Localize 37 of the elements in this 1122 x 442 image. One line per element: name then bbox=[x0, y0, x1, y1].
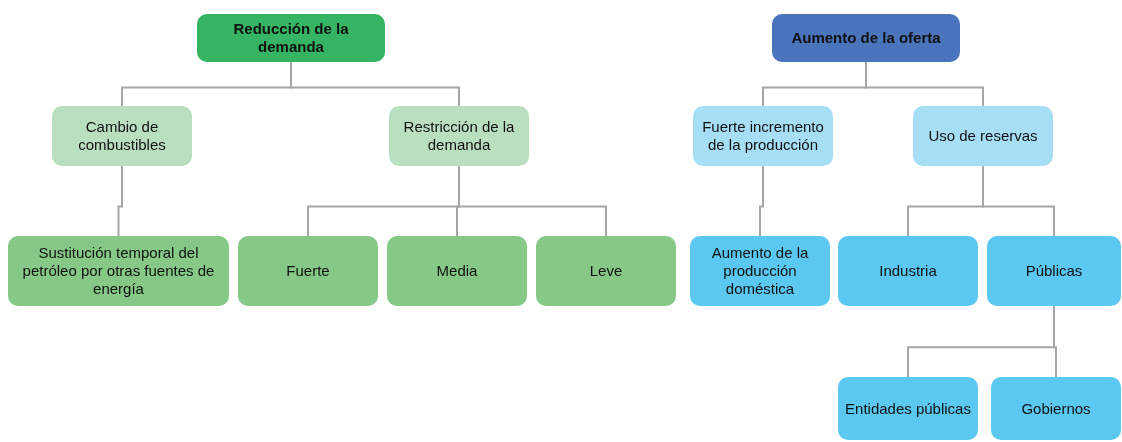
connector-line bbox=[458, 165, 607, 237]
box-label: Media bbox=[436, 262, 478, 280]
process-box bbox=[8, 236, 229, 306]
box-label: Cambio de combustibles bbox=[77, 118, 167, 154]
process-box bbox=[838, 236, 978, 306]
box-label: Entidades públicas bbox=[845, 399, 971, 418]
box-label: Restricción de la demanda bbox=[402, 118, 516, 154]
box-label: Sustitución temporal del petróleo por otras fuentes de energía bbox=[21, 244, 216, 298]
process-box bbox=[693, 106, 833, 166]
process-box bbox=[387, 236, 527, 306]
process-box bbox=[772, 14, 960, 62]
connector-line bbox=[290, 61, 460, 107]
process-box bbox=[991, 377, 1121, 440]
box-label: Aumento de la oferta bbox=[791, 29, 941, 47]
box-label: Gobiernos bbox=[1021, 399, 1091, 418]
connector-line bbox=[759, 165, 764, 237]
box-label: Públicas bbox=[1025, 262, 1083, 280]
process-box bbox=[389, 106, 529, 166]
connector-line bbox=[1053, 305, 1057, 378]
box-label: Aumento de la producción doméstica bbox=[710, 244, 810, 298]
box-label: Industria bbox=[879, 262, 937, 280]
process-box bbox=[536, 236, 676, 306]
process-box bbox=[238, 236, 378, 306]
box-label: Fuerte incremento de la producción bbox=[701, 118, 825, 154]
connector-line bbox=[865, 61, 984, 107]
process-box bbox=[52, 106, 192, 166]
process-box bbox=[197, 14, 385, 62]
process-box bbox=[690, 236, 830, 306]
box-label: Uso de reservas bbox=[928, 127, 1038, 145]
process-box bbox=[838, 377, 978, 440]
process-box bbox=[987, 236, 1121, 306]
box-label: Reducción de la demanda bbox=[232, 20, 350, 56]
process-box bbox=[913, 106, 1053, 166]
box-label: Fuerte bbox=[286, 262, 330, 280]
connector-line bbox=[982, 165, 1055, 237]
connector-line bbox=[117, 165, 123, 237]
box-label: Leve bbox=[589, 262, 623, 280]
